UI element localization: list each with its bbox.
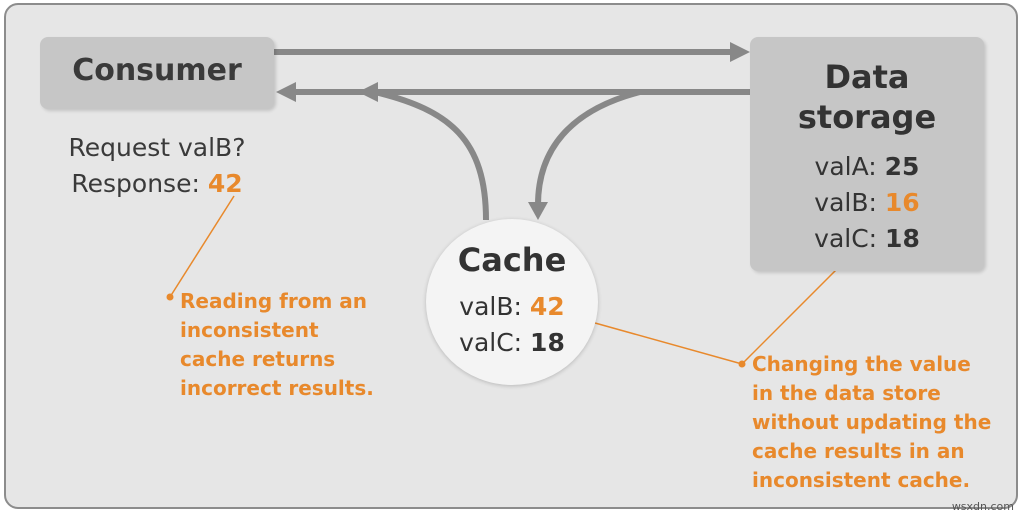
storage-row-vala: valA: 25 xyxy=(750,149,984,185)
cache-circle: Cache valB: 42 valC: 18 xyxy=(426,219,598,385)
data-storage-title-line2: storage xyxy=(797,98,937,136)
callout-line-cache xyxy=(569,315,743,365)
note-left-line: inconsistent xyxy=(180,318,319,342)
cache-read-curve xyxy=(374,89,489,221)
consumer-title: Consumer xyxy=(72,53,242,88)
cache-row-valb: valB: 42 xyxy=(426,289,598,325)
storage-value-valc: 18 xyxy=(885,224,920,253)
cache-fill-curve xyxy=(535,89,641,206)
note-left-line: incorrect results. xyxy=(180,376,374,400)
note-inconsistent-read: Reading from an inconsistent cache retur… xyxy=(180,287,410,403)
data-storage-title: Data storage xyxy=(750,57,984,137)
note-left-line: Reading from an xyxy=(180,289,367,313)
cache-fill-arrowhead xyxy=(528,202,548,220)
note-right-line: cache results in an xyxy=(752,439,965,463)
cache-read-arrowhead xyxy=(358,82,378,102)
note-left-line: cache returns xyxy=(180,347,336,371)
callout-dot-left xyxy=(166,293,174,301)
response-line: Response: 42 xyxy=(40,166,274,202)
consumer-box: Consumer xyxy=(40,37,274,109)
storage-label-valb: valB: xyxy=(814,188,885,217)
callout-dot-right xyxy=(738,360,746,368)
data-storage-title-line1: Data xyxy=(824,58,910,96)
storage-row-valb: valB: 16 xyxy=(750,185,984,221)
cache-title: Cache xyxy=(457,241,567,279)
consumer-request: Request valB? Response: 42 xyxy=(40,130,274,202)
cache-row-valc: valC: 18 xyxy=(426,325,598,361)
storage-value-valb: 16 xyxy=(884,188,920,217)
cache-values: valB: 42 valC: 18 xyxy=(426,289,598,361)
storage-label-valc: valC: xyxy=(814,224,886,253)
storage-label-vala: valA: xyxy=(814,152,885,181)
callout-line-left xyxy=(169,195,235,298)
note-right-line: without updating the xyxy=(752,410,992,434)
cache-label-valc: valC: xyxy=(459,328,531,357)
note-right-line: Changing the value xyxy=(752,352,971,376)
cache-value-valb: 42 xyxy=(529,292,565,321)
storage-row-valc: valC: 18 xyxy=(750,221,984,257)
note-right-line: in the data store xyxy=(752,381,941,405)
data-storage-box: Data storage valA: 25 valB: 16 valC: 18 xyxy=(750,37,984,271)
cache-label-valb: valB: xyxy=(459,292,530,321)
request-line: Request valB? xyxy=(68,133,246,162)
note-right-line: inconsistent cache. xyxy=(752,468,971,492)
response-arrowhead xyxy=(276,82,296,102)
watermark: wsxdn.com xyxy=(951,500,1014,513)
note-inconsistent-update: Changing the value in the data store wit… xyxy=(752,350,1012,495)
cache-value-valc: 18 xyxy=(530,328,565,357)
response-value: 42 xyxy=(207,169,243,198)
response-label: Response: xyxy=(71,169,208,198)
data-storage-values: valA: 25 valB: 16 valC: 18 xyxy=(750,149,984,257)
storage-value-vala: 25 xyxy=(884,152,920,181)
request-arrowhead xyxy=(730,42,750,62)
